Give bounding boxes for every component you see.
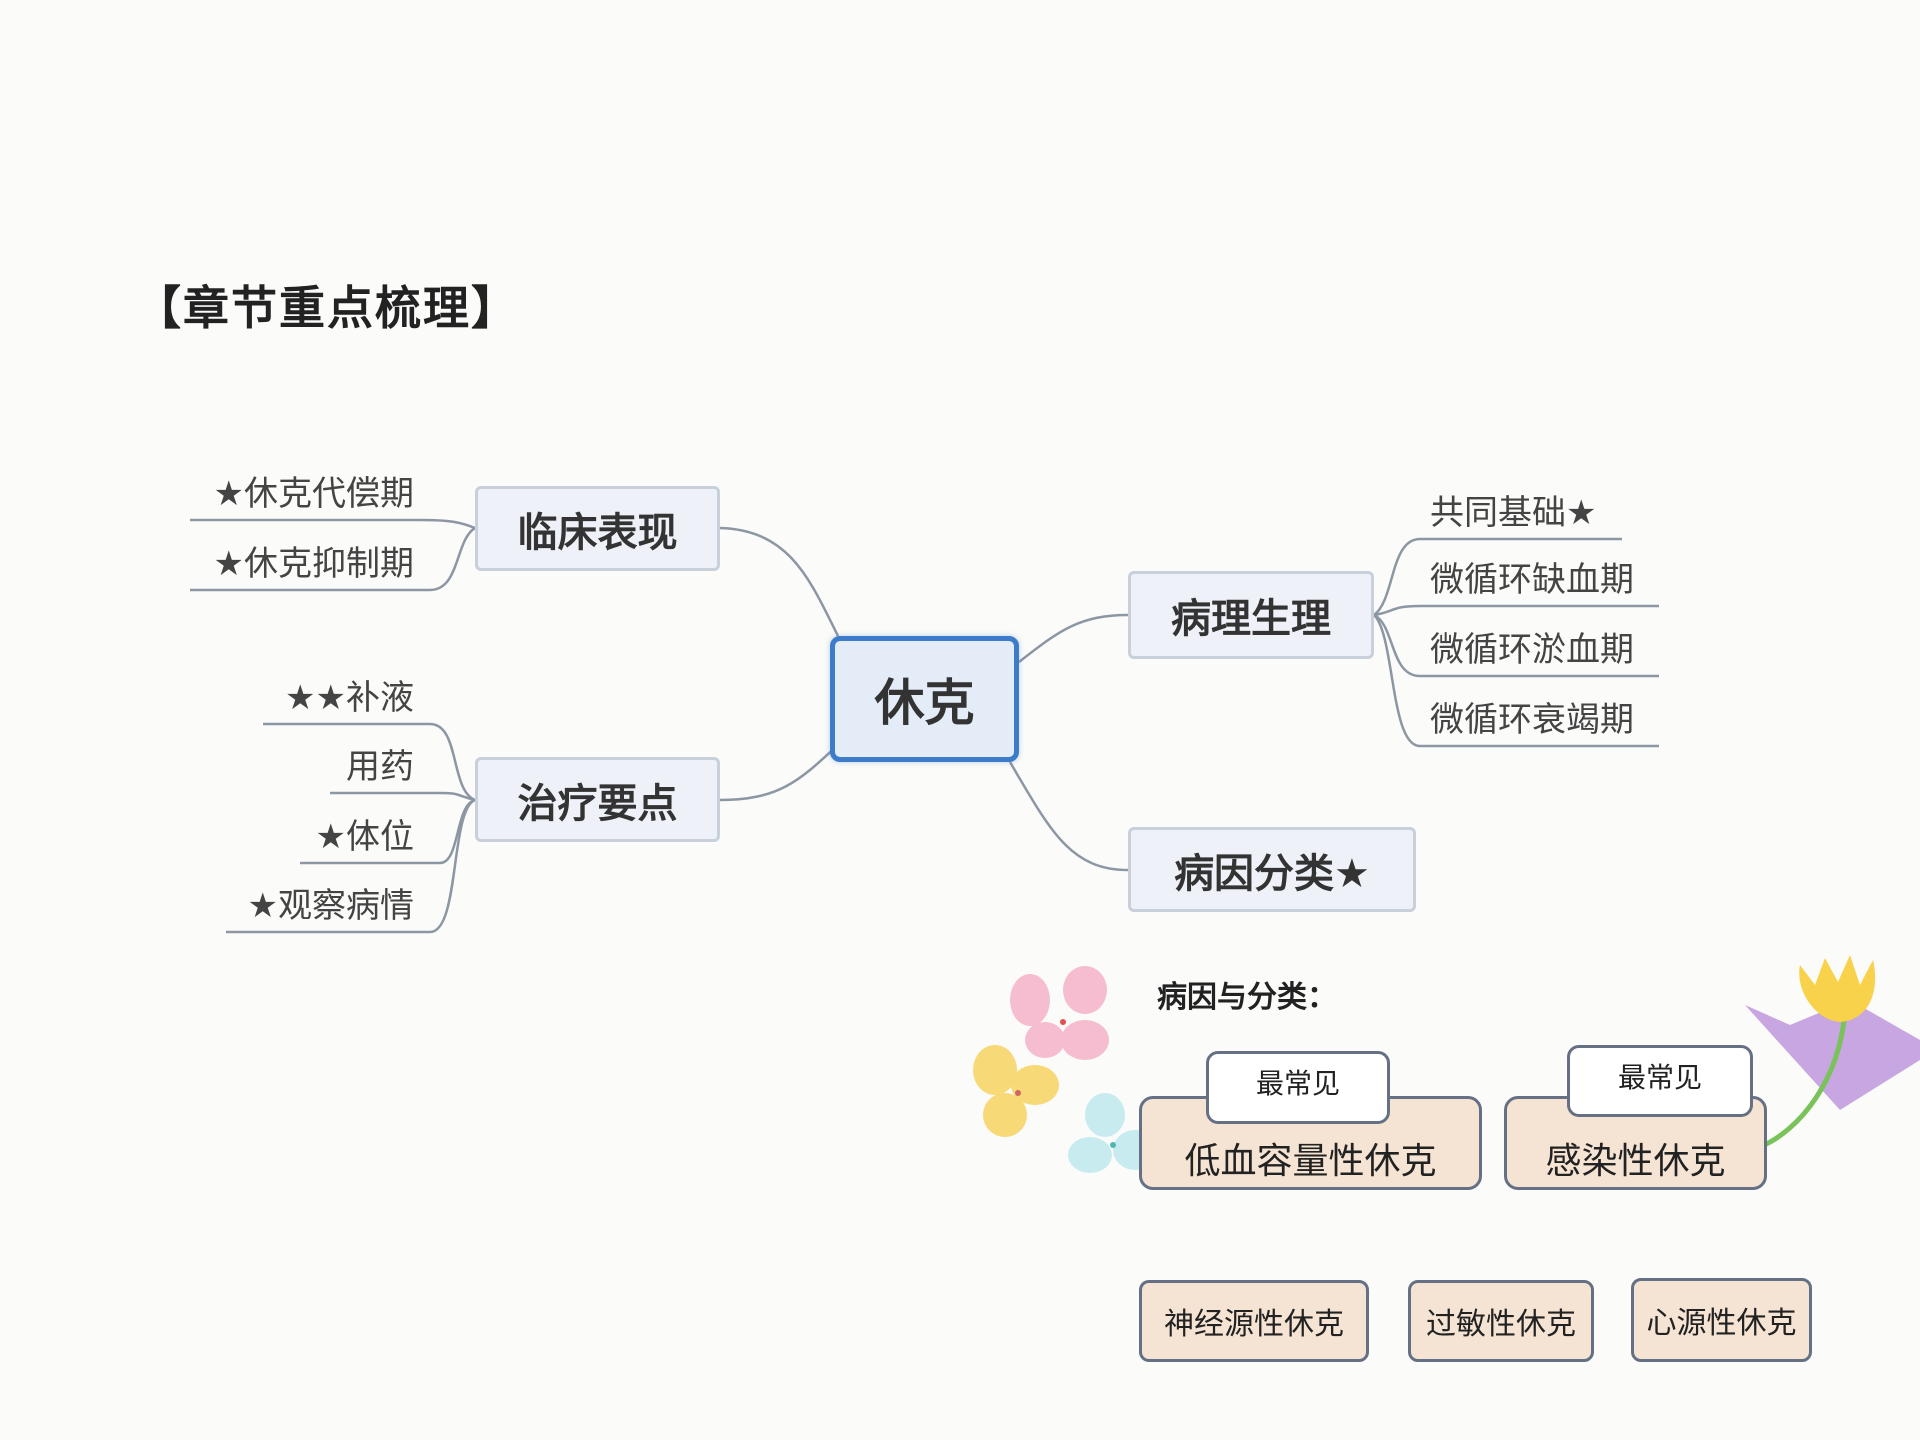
node-treatment[interactable]: 治疗要点 <box>475 757 720 842</box>
connector-treatment <box>719 744 839 802</box>
flower-decoration-yellow <box>973 1045 1059 1137</box>
connector-clinical <box>719 526 840 637</box>
type-anaphylactic: 过敏性休克 <box>1408 1280 1594 1362</box>
leaf-compensated: ★休克代偿期 <box>213 474 414 514</box>
leaf-ischemia: 微循环缺血期 <box>1430 560 1634 600</box>
type-neurogenic: 神经源性休克 <box>1139 1280 1369 1362</box>
leaf-observation: ★观察病情 <box>247 886 414 926</box>
node-etiology[interactable]: 病因分类★ <box>1128 827 1416 912</box>
leaf-stasis: 微循环淤血期 <box>1430 630 1634 670</box>
node-pathophysiology[interactable]: 病理生理 <box>1128 571 1374 659</box>
callout-most-common-1: 最常见 <box>1206 1051 1390 1124</box>
leaf-fluid: ★★补液 <box>285 678 414 718</box>
leaf-medication: 用药 <box>346 747 414 787</box>
leaf-position: ★体位 <box>315 817 414 857</box>
flower-decoration-pink <box>1010 966 1109 1060</box>
tulip-decoration <box>1745 955 1920 1150</box>
leaf-decompensated: ★休克抑制期 <box>213 544 414 584</box>
callout-most-common-2: 最常见 <box>1567 1045 1753 1117</box>
leaf-common-basis: 共同基础★ <box>1430 493 1597 533</box>
type-cardiogenic: 心源性休克 <box>1631 1278 1812 1362</box>
connector-etiology <box>1008 761 1129 872</box>
classification-heading: 病因与分类： <box>1157 980 1337 1015</box>
leaf-failure: 微循环衰竭期 <box>1430 700 1634 740</box>
node-clinical[interactable]: 临床表现 <box>475 486 720 571</box>
connector-pathophysiology <box>1018 613 1129 663</box>
section-title: 【章节重点梳理】 <box>135 281 519 335</box>
center-node-shock[interactable]: 休克 <box>830 636 1019 762</box>
